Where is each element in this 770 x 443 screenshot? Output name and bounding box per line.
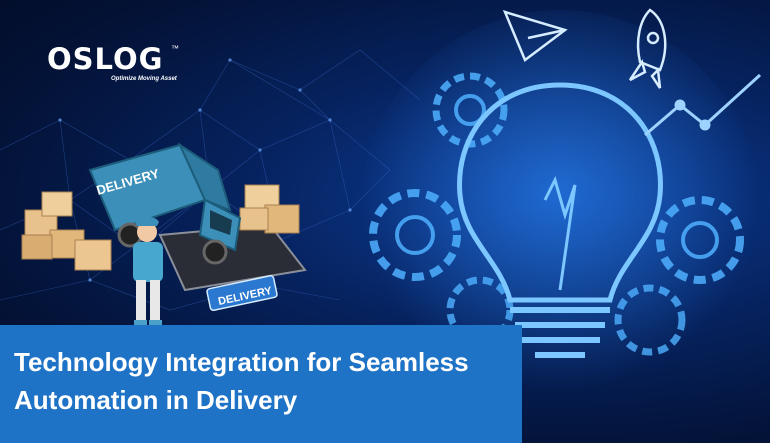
- logo-wordmark: OSLOG: [47, 42, 164, 76]
- headline-line-1: Technology Integration for Seamless: [14, 347, 469, 377]
- logo-trademark: ™: [171, 44, 179, 53]
- headline-panel: [0, 325, 522, 443]
- delivery-illustration: DELIVERY DELIVERY: [21, 142, 307, 326]
- paper-plane-icon: [502, 10, 568, 62]
- oslog-logo[interactable]: OSLOG ™ Optimize Moving Asset: [47, 42, 187, 88]
- rocket-icon: [628, 8, 667, 89]
- courier-person: [133, 216, 163, 326]
- trend-line-icon: [644, 73, 762, 137]
- delivery-truck-icon: DELIVERY: [88, 142, 242, 265]
- package-box-icon: [21, 191, 112, 271]
- gear-icon: [369, 189, 461, 281]
- headline: Technology Integration for Seamless Auto…: [14, 343, 519, 419]
- package-box-icon: [239, 184, 300, 234]
- headline-line-2: Automation in Delivery: [14, 385, 298, 415]
- lightbulb-illustration: [360, 8, 762, 410]
- logo-tagline: Optimize Moving Asset: [111, 76, 177, 82]
- gear-icon: [656, 196, 744, 284]
- lightbulb-icon: [457, 82, 663, 358]
